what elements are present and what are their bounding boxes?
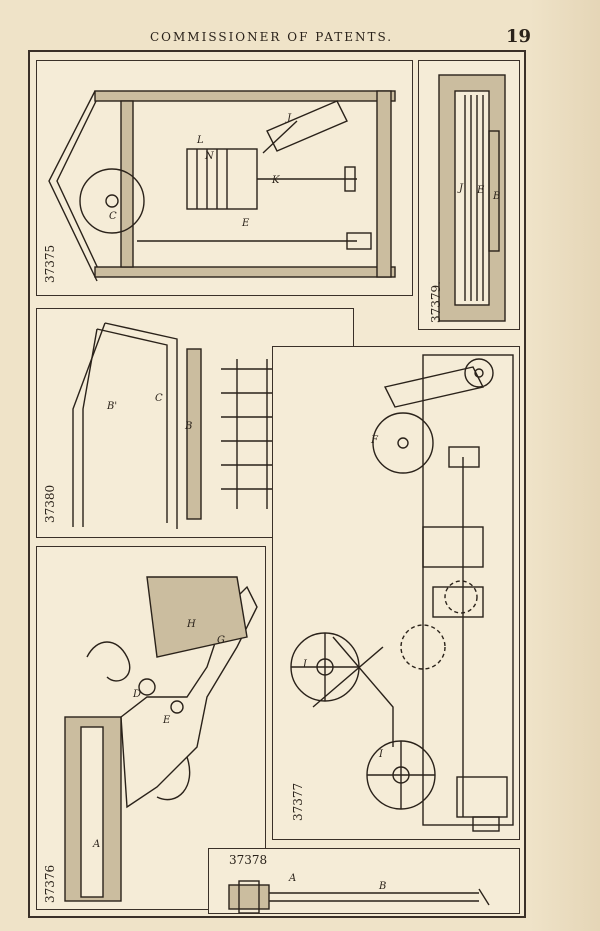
figure-37375-drawing: C E K LN J <box>48 90 396 282</box>
figure-number: 37380 <box>43 484 57 523</box>
figure-37379-drawing: J EB <box>438 74 506 322</box>
page-number: 19 <box>506 26 532 47</box>
svg-text:A: A <box>288 873 296 884</box>
page-edge-shadow <box>530 0 600 931</box>
svg-text:G: G <box>217 635 225 646</box>
svg-text:B: B <box>492 191 500 202</box>
figure-number: 37376 <box>43 864 57 903</box>
svg-text:L: L <box>196 135 204 146</box>
svg-text:I: I <box>378 749 384 760</box>
figure-number: 37375 <box>43 244 57 283</box>
svg-text:E: E <box>476 185 485 196</box>
figure-number: 37379. <box>429 281 443 323</box>
svg-text:F: F <box>370 435 379 446</box>
svg-text:C: C <box>155 393 163 404</box>
figure-37376-drawing: A D E G H <box>64 576 258 902</box>
svg-text:I: I <box>302 659 308 670</box>
figure-number: 37377 <box>291 782 305 821</box>
svg-text:J: J <box>285 113 292 124</box>
figure-37377: F I I 37377 <box>272 346 520 840</box>
svg-text:B: B <box>184 421 192 432</box>
svg-text:E: E <box>241 218 250 229</box>
svg-text:K: K <box>271 175 280 186</box>
figure-37378-drawing: AB <box>228 873 490 913</box>
svg-text:E: E <box>162 715 171 726</box>
svg-text:H: H <box>186 619 196 630</box>
svg-text:C: C <box>109 211 117 222</box>
figure-number: 37378 <box>229 853 268 867</box>
running-title: COMMISSIONER OF PATENTS. <box>150 30 394 44</box>
svg-text:N: N <box>204 151 215 162</box>
svg-text:B: B <box>378 881 386 892</box>
figure-37377-drawing: F I I <box>290 354 514 832</box>
svg-text:D: D <box>132 689 141 700</box>
svg-text:B': B' <box>106 401 117 412</box>
svg-text:A: A <box>92 839 100 850</box>
page-header: COMMISSIONER OF PATENTS. 19 <box>0 26 600 50</box>
svg-text:J: J <box>457 183 464 194</box>
